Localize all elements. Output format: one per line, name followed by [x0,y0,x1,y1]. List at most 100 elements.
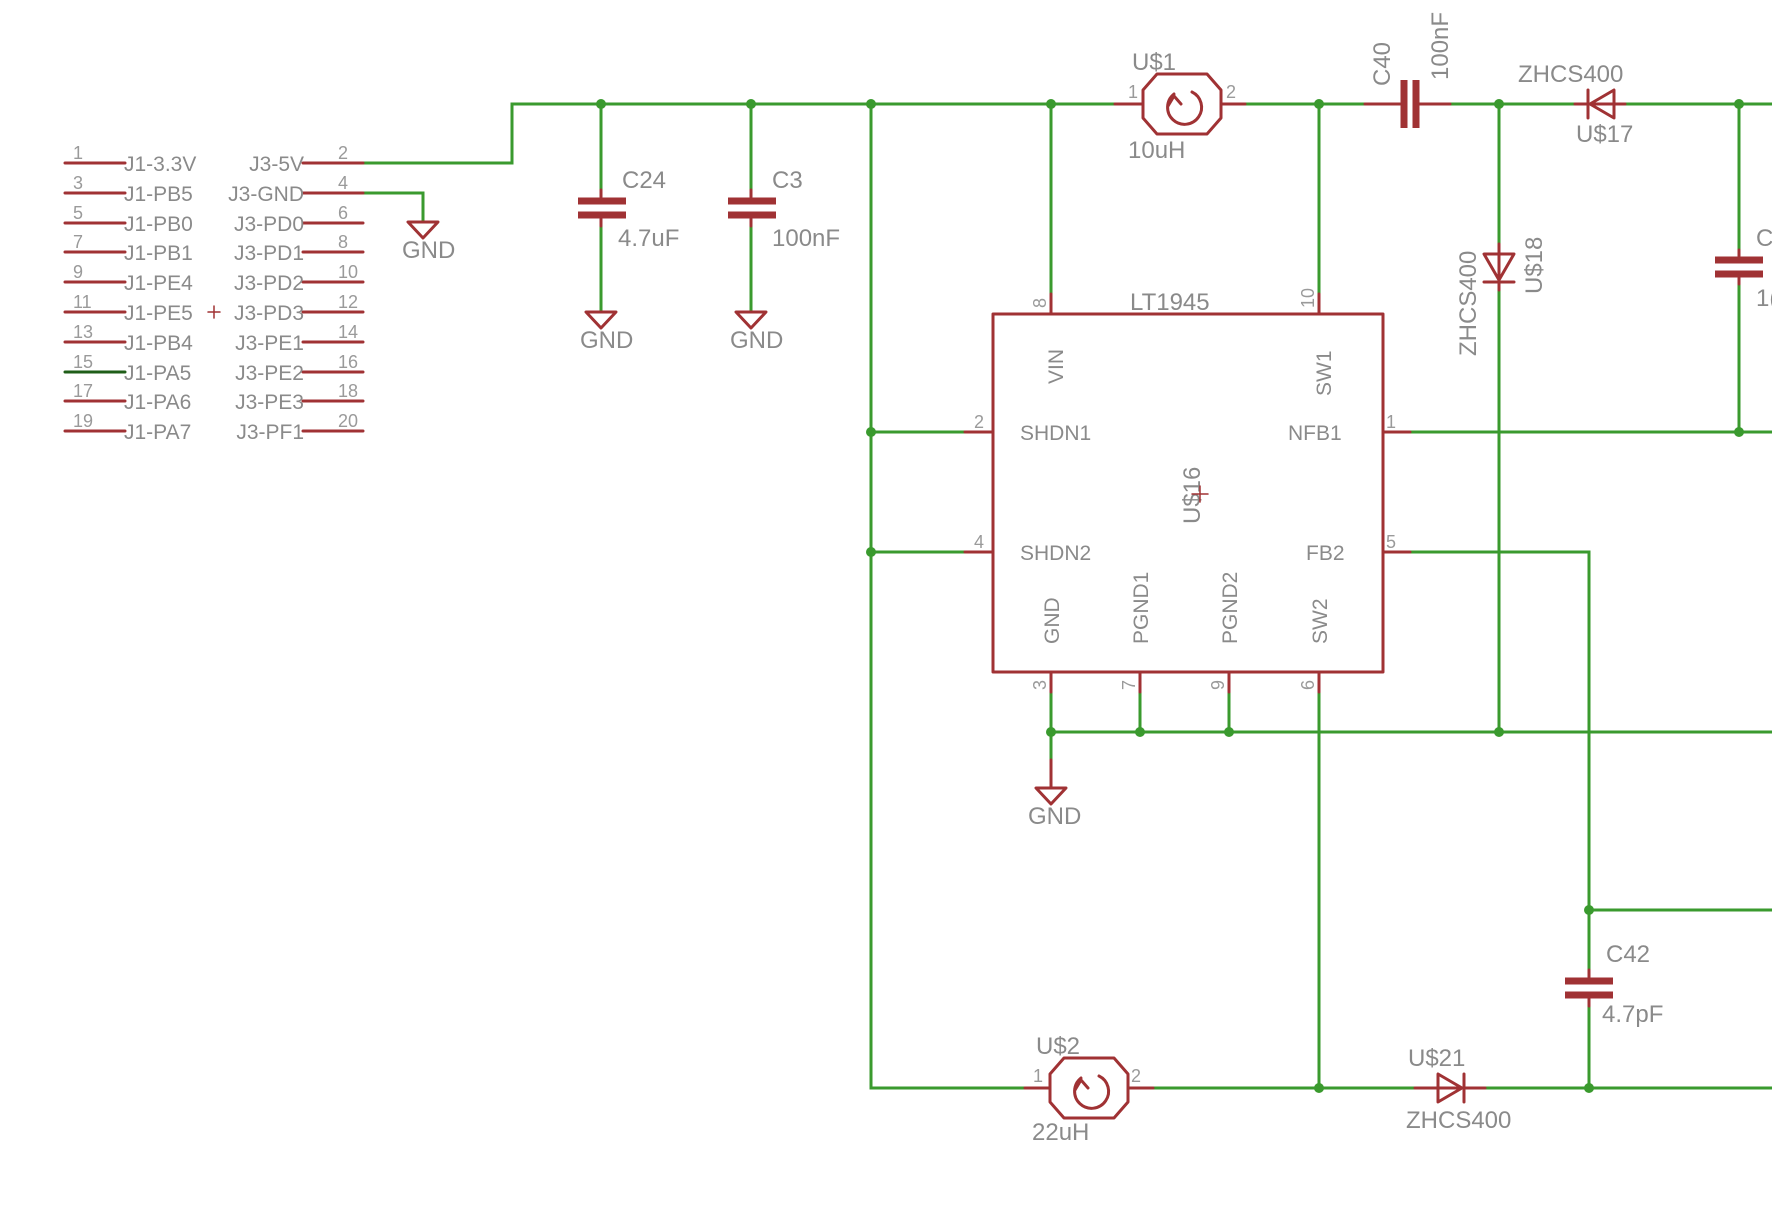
header-label-left: J1-PB4 [124,332,193,355]
inductor-u2: 1 2 U$2 22uH [1023,1033,1155,1146]
header-pin-number-right: 8 [338,232,348,252]
pin-number: 2 [1226,82,1236,102]
header-label-right: J3-5V [249,153,304,176]
c42-name: C42 [1606,941,1650,968]
junction [1314,99,1324,109]
header-pin-number-left: 11 [73,292,92,312]
gnd-arrow [584,310,618,330]
header-label-right: J3-GND [228,183,304,206]
junction [866,427,876,437]
c-edge-name: C [1756,225,1772,252]
d17-value: ZHCS400 [1518,61,1623,88]
capacitor-c42: C42 4.7pF [1565,941,1663,1028]
header-label-left: J1-PB1 [124,242,193,265]
header-label-right: J3-PD1 [234,242,304,265]
c40-name: C40 [1369,42,1396,86]
junction [1494,727,1504,737]
junction [1584,905,1594,915]
diode-triangle [1436,1072,1464,1104]
pin-label-vin: VIN [1045,349,1068,384]
junction [1734,99,1744,109]
pin-label-shdn2: SHDN2 [1020,542,1091,565]
header-pin-number-right: 10 [338,262,358,282]
header-pin-number-right: 16 [338,352,358,372]
junction [866,99,876,109]
junction [866,547,876,557]
pin-label-fb2: FB2 [1306,542,1345,565]
gnd-symbol-header: GND [402,220,455,264]
header-label-right: J3-PF1 [236,421,304,444]
wire-left-bus [869,102,1027,1090]
gnd-arrow [1034,786,1068,806]
pin-label-pgnd1: PGND1 [1130,572,1153,644]
header-pin-number-right: 4 [338,173,348,193]
pin-number-shdn2: 4 [974,532,984,552]
l1-name: U$1 [1132,49,1176,76]
header-label-right: J3-PD3 [234,302,304,325]
ic-origin-cross [1191,485,1209,503]
pin-number-fb2: 5 [1386,532,1396,552]
header-pin-number-left: 17 [73,381,93,401]
diode-triangle [1588,88,1616,120]
gnd-arrow [734,310,768,330]
capacitor-c40: C40 100nF [1363,12,1454,128]
header-pin-number-left: 3 [73,173,83,193]
junction [1494,99,1504,109]
header-label-right: J3-PD0 [234,213,304,236]
header-pin-number-right: 20 [338,411,358,431]
gnd-label: GND [730,327,783,354]
header-pin-number-left: 19 [73,411,93,431]
header-label-left: J1-PA6 [124,391,191,414]
pin-number-pgnd2: 9 [1208,680,1228,690]
header-label-left: J1-PB0 [124,213,193,236]
header-label-left: J1-PE5 [124,302,193,325]
wire-header-gnd [361,191,425,224]
pin-number-gnd: 3 [1030,680,1050,690]
ic-body [991,312,1385,674]
d21-value: ZHCS400 [1406,1107,1511,1134]
header-label-left: J1-PE4 [124,272,193,295]
pin-label-nfb1: NFB1 [1288,422,1342,445]
header-label-left: J1-3.3V [124,153,196,176]
wire-top-rail [361,102,1117,165]
diode-u21: U$21 ZHCS400 [1406,1045,1511,1134]
pin-number: 1 [1128,82,1138,102]
pin-label-sw1: SW1 [1313,350,1336,396]
ic-part-label: LT1945 [1130,289,1210,316]
inductor-body [1048,1056,1130,1120]
gnd-symbol-ic: GND [1028,758,1081,830]
junction [1046,727,1056,737]
junction [1046,99,1056,109]
junction [596,99,606,109]
header-pin-number-right: 2 [338,143,348,163]
ic-name-label: U$16 [1179,467,1206,524]
capacitor-c3: C3 100nF GND [728,167,840,354]
diode-u18: ZHCS400 U$18 [1455,237,1548,356]
diode-triangle [1482,252,1516,282]
header-pin-number-left: 7 [73,232,83,252]
inductor-arrow [1073,1078,1090,1092]
header-pin-number-right: 18 [338,381,358,401]
pin-number-shdn1: 2 [974,412,984,432]
c40-value: 100nF [1427,12,1454,80]
header-pin-number-left: 13 [73,322,93,342]
ic-lt1945: LT1945 U$16 VIN SW1 SHDN1 NFB1 SHDN2 FB2… [963,288,1412,694]
pin-label-sw2: SW2 [1309,598,1332,644]
c-edge-value: 1( [1756,285,1772,312]
junctions [596,99,1744,1093]
pin-number-sw1: 10 [1298,288,1318,308]
l2-value: 22uH [1032,1119,1089,1146]
header-pin-number-left: 9 [73,262,83,282]
header-label-right: J3-PD2 [234,272,304,295]
header-pin-number-right: 12 [338,292,358,312]
header-pin-number-left: 15 [73,352,93,372]
l1-value: 10uH [1128,137,1185,164]
wires [361,102,1772,1090]
header-label-right: J3-PE3 [235,391,304,414]
header-label-right: J3-PE2 [235,362,304,385]
inductor-arrow [1166,94,1183,108]
d17-name: U$17 [1576,121,1633,148]
c24-name: C24 [622,167,666,194]
d21-name: U$21 [1408,1045,1465,1072]
